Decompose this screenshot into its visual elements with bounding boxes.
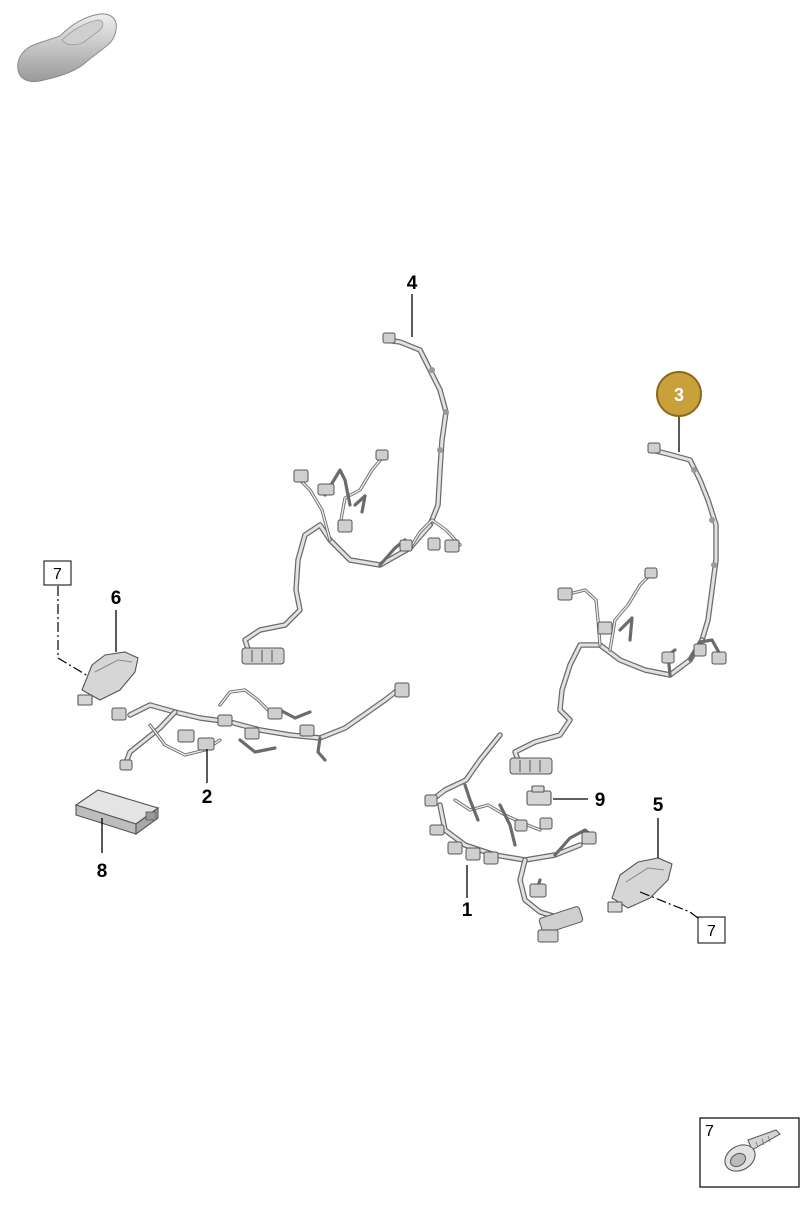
- highlighted-callout-3[interactable]: 3: [656, 371, 702, 417]
- callout-6: 6: [111, 588, 122, 609]
- inset-part-7: 7: [699, 1117, 800, 1188]
- wiring-harness-part-3: [509, 442, 727, 775]
- car-silhouette-icon: [17, 13, 117, 83]
- wiring-harness-part-2: [111, 682, 410, 771]
- boxed-label-7-inset: 7: [705, 1123, 714, 1140]
- wiring-harness-part-1: [424, 732, 597, 943]
- callout-9: 9: [595, 790, 606, 811]
- callout-8: 8: [97, 861, 108, 882]
- cover-part-5: [607, 857, 673, 913]
- callout-2: 2: [202, 787, 213, 808]
- callout-3-label: 3: [674, 385, 684, 405]
- callout-5: 5: [653, 795, 664, 816]
- boxed-label-7-right: 7: [707, 923, 716, 940]
- control-module-part-8: [74, 789, 160, 836]
- cover-part-6: [77, 651, 139, 706]
- connector-part-9: [526, 785, 552, 806]
- screw-bolt-icon: [724, 1129, 781, 1172]
- callout-4: 4: [407, 273, 418, 294]
- callout-1: 1: [462, 900, 473, 921]
- wiring-harness-part-4: [241, 332, 462, 665]
- boxed-label-7-left: 7: [53, 566, 62, 583]
